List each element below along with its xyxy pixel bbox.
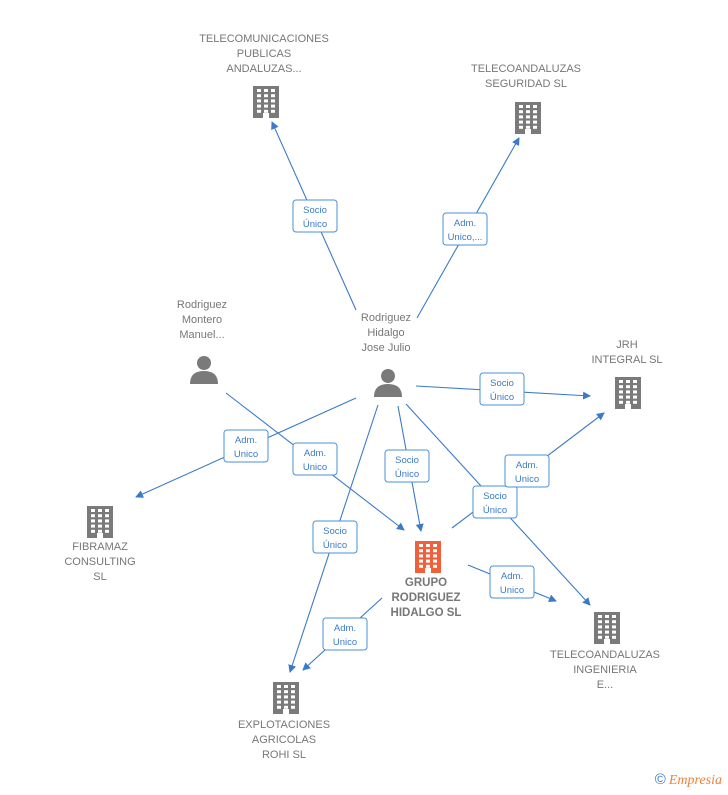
- edge-label-box: [442, 212, 488, 246]
- edge-label-box: [312, 520, 358, 554]
- node-grupo[interactable]: GRUPO RODRIGUEZ HIDALGO SL: [391, 541, 462, 619]
- edge-label-text: Socio: [483, 491, 507, 502]
- building-icon[interactable]: [87, 506, 113, 538]
- node-label[interactable]: TELECOANDALUZAS: [550, 649, 660, 661]
- person-icon[interactable]: [190, 356, 218, 384]
- node-label[interactable]: RODRIGUEZ: [392, 592, 461, 604]
- edge-label-text: Único: [395, 469, 419, 480]
- edge-label-text: Único: [490, 392, 514, 403]
- edge-label-text: Único: [483, 505, 507, 516]
- edge-label-text: Unico: [515, 474, 539, 485]
- building-icon[interactable]: [594, 612, 620, 644]
- node-label[interactable]: SEGURIDAD SL: [485, 78, 567, 90]
- node-label[interactable]: FIBRAMAZ: [72, 541, 128, 553]
- node-label[interactable]: Hidalgo: [367, 327, 404, 339]
- node-label[interactable]: ROHI SL: [262, 749, 306, 761]
- edge-label-text: Unico: [500, 585, 524, 596]
- edge-label-text: Unico: [333, 637, 357, 648]
- edge-label[interactable]: Adm. Unico: [223, 429, 269, 463]
- node-label[interactable]: INGENIERIA: [573, 664, 637, 676]
- edge-label-text: Adm.: [304, 448, 326, 459]
- node-label[interactable]: TELECOANDALUZAS: [471, 63, 581, 75]
- edge-label-box: [489, 565, 535, 599]
- edge-label-text: Socio: [303, 205, 327, 216]
- edge-label-text: Adm.: [501, 571, 523, 582]
- edge-label-text: Único: [323, 540, 347, 551]
- edge-label-box: [292, 199, 338, 233]
- footer-brand[interactable]: ©Empresia: [655, 771, 722, 789]
- edge-label[interactable]: Adm. Unico: [322, 617, 368, 651]
- node-tele_ingenieria[interactable]: TELECOANDALUZAS INGENIERIA E...: [550, 612, 660, 691]
- node-label[interactable]: ANDALUZAS...: [226, 63, 301, 75]
- edge-label-text: Socio: [490, 378, 514, 389]
- edge-label-box: [322, 617, 368, 651]
- node-jrh[interactable]: JRH INTEGRAL SL: [591, 339, 663, 409]
- node-label[interactable]: PUBLICAS: [237, 48, 291, 60]
- node-label[interactable]: CONSULTING: [64, 556, 135, 568]
- node-explotaciones[interactable]: EXPLOTACIONES AGRICOLAS ROHI SL: [238, 682, 330, 761]
- brand-logo: Empresia: [668, 773, 722, 788]
- node-label[interactable]: Rodriguez: [361, 312, 411, 324]
- building-icon[interactable]: [415, 541, 441, 573]
- node-label[interactable]: HIDALGO SL: [391, 607, 462, 619]
- node-label[interactable]: EXPLOTACIONES: [238, 719, 330, 731]
- node-label[interactable]: Rodriguez: [177, 299, 227, 311]
- node-tele_seguridad[interactable]: TELECOANDALUZAS SEGURIDAD SL: [471, 63, 581, 134]
- building-icon[interactable]: [273, 682, 299, 714]
- edge-label-text: Unico,...: [448, 232, 483, 243]
- node-label[interactable]: AGRICOLAS: [252, 734, 316, 746]
- nodes-layer: TELECOMUNICACIONESPUBLICASANDALUZAS...TE…: [64, 33, 662, 761]
- edge-label-box: [384, 449, 430, 483]
- edge-label-text: Unico: [234, 449, 258, 460]
- building-icon[interactable]: [615, 377, 641, 409]
- edge-label-box: [504, 454, 550, 488]
- node-label[interactable]: Jose Julio: [362, 342, 411, 354]
- copyright-icon: ©: [654, 771, 666, 788]
- edge-label-box: [292, 442, 338, 476]
- person-icon[interactable]: [374, 369, 402, 397]
- node-telecom_publicas[interactable]: TELECOMUNICACIONES PUBLICAS ANDALUZAS...: [199, 33, 329, 118]
- edge-label-text: Adm.: [235, 435, 257, 446]
- edge-label-text: Adm.: [334, 623, 356, 634]
- edge-label[interactable]: Adm. Unico: [504, 454, 550, 488]
- edge-label-box: [223, 429, 269, 463]
- node-label[interactable]: GRUPO: [405, 577, 447, 589]
- node-label[interactable]: TELECOMUNICACIONES: [199, 33, 329, 45]
- edge-label[interactable]: Adm. Unico: [292, 442, 338, 476]
- node-rodriguez_montero[interactable]: RodriguezMonteroManuel...: [177, 299, 227, 384]
- edge-label-text: Socio: [395, 455, 419, 466]
- edge-label-box: [472, 485, 518, 519]
- node-label[interactable]: E...: [597, 679, 614, 691]
- building-icon[interactable]: [253, 86, 279, 118]
- edge-label[interactable]: Adm. Unico: [489, 565, 535, 599]
- node-label[interactable]: JRH: [616, 339, 637, 351]
- edge-label-text: Socio: [323, 526, 347, 537]
- edge-label-text: Único: [303, 219, 327, 230]
- node-fibramaz[interactable]: FIBRAMAZ CONSULTING SL: [64, 506, 136, 583]
- node-label[interactable]: SL: [93, 571, 106, 583]
- edge-label-text: Adm.: [454, 218, 476, 229]
- building-icon[interactable]: [515, 102, 541, 134]
- edge-label-text: Adm.: [516, 460, 538, 471]
- node-label[interactable]: INTEGRAL SL: [591, 354, 662, 366]
- edge-label-text: Unico: [303, 462, 327, 473]
- edge-label[interactable]: Adm. Unico,...: [442, 212, 488, 246]
- node-label[interactable]: Manuel...: [179, 329, 224, 341]
- edge-label-box: [479, 372, 525, 406]
- node-label[interactable]: Montero: [182, 314, 222, 326]
